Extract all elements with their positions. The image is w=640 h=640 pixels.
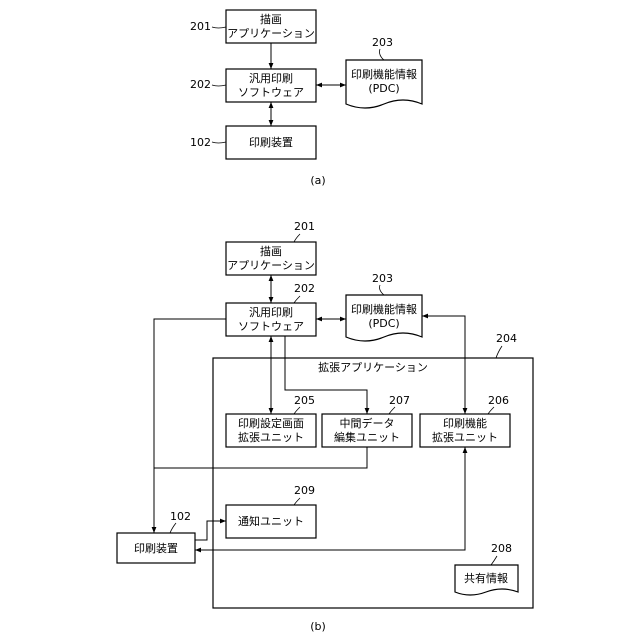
- a-drawing-app-node: 描画 アプリケーション: [226, 10, 316, 43]
- b-print-software-node: 汎用印刷 ソフトウェア: [226, 303, 316, 336]
- b-ref-208: 208: [491, 542, 512, 555]
- a-ref-203-leader: [380, 49, 385, 60]
- b-pdc-line2: (PDC): [368, 317, 399, 330]
- b-ref-102-leader: [170, 523, 176, 533]
- b-drawing-app-node: 描画 アプリケーション: [226, 242, 316, 275]
- a-drawing-app-line2: アプリケーション: [227, 27, 315, 40]
- b-settings-ui-ext-line1: 印刷設定画面: [238, 416, 304, 430]
- b-ref-202-leader: [294, 296, 300, 303]
- b-ref-204: 204: [496, 332, 517, 345]
- b-intermediate-edit-node: 中間データ 編集ユニット: [322, 414, 412, 447]
- b-func-ext-line2: 拡張ユニット: [432, 430, 498, 444]
- b-func-ext-node: 印刷機能 拡張ユニット: [420, 414, 510, 447]
- a-print-software-line2: ソフトウェア: [238, 86, 304, 99]
- b-pdc-line1: 印刷機能情報: [351, 302, 417, 316]
- b-ref-205: 205: [294, 394, 315, 407]
- a-ref-203: 203: [372, 36, 393, 49]
- a-ref-201-leader: [212, 27, 226, 28]
- a-ref-202: 202: [190, 78, 211, 91]
- a-ref-102: 102: [190, 136, 211, 149]
- b-ref-202: 202: [294, 282, 315, 295]
- a-pdc-line2: (PDC): [368, 82, 399, 95]
- b-extension-app-label: 拡張アプリケーション: [318, 360, 428, 374]
- a-printer-node: 印刷装置: [226, 126, 316, 159]
- b-notify-unit-label: 通知ユニット: [238, 514, 304, 528]
- a-pdc-line1: 印刷機能情報: [351, 67, 417, 81]
- b-settings-ui-ext-line2: 拡張ユニット: [238, 430, 304, 444]
- a-print-software-node: 汎用印刷 ソフトウェア: [226, 69, 316, 102]
- b-pdc-document: 印刷機能情報 (PDC): [346, 295, 422, 341]
- b-printer-node: 印刷装置: [117, 533, 195, 563]
- b-shared-info-label: 共有情報: [464, 571, 508, 585]
- a-ref-201: 201: [190, 20, 211, 33]
- b-settings-ui-ext-node: 印刷設定画面 拡張ユニット: [226, 414, 316, 447]
- b-ref-204-leader: [496, 346, 502, 358]
- b-ref-102: 102: [170, 510, 191, 523]
- diagram-a: 描画 アプリケーション 201 汎用印刷 ソフトウェア 202 印刷機能情報 (…: [190, 10, 422, 187]
- b-func-ext-line1: 印刷機能: [443, 416, 487, 430]
- a-ref-102-leader: [212, 142, 226, 143]
- a-print-software-line1: 汎用印刷: [249, 71, 293, 85]
- diagram-b: 描画 アプリケーション 201 汎用印刷 ソフトウェア 202 印刷機能情報 (…: [117, 220, 533, 633]
- b-drawing-app-line1: 描画: [260, 244, 282, 258]
- a-drawing-app-line1: 描画: [260, 12, 282, 26]
- a-caption: (a): [310, 174, 325, 187]
- b-notify-unit-node: 通知ユニット: [226, 505, 316, 538]
- b-caption: (b): [310, 620, 326, 633]
- b-ref-203-leader: [380, 285, 385, 295]
- b-ref-201-leader: [294, 234, 300, 242]
- b-print-software-line1: 汎用印刷: [249, 305, 293, 319]
- b-intermediate-edit-line2: 編集ユニット: [334, 430, 400, 444]
- b-ref-201: 201: [294, 220, 315, 233]
- a-pdc-document: 印刷機能情報 (PDC): [346, 60, 422, 108]
- b-printer-label: 印刷装置: [134, 542, 178, 555]
- a-ref-202-leader: [212, 85, 226, 86]
- b-drawing-app-line2: アプリケーション: [227, 259, 315, 272]
- b-ref-206: 206: [488, 394, 509, 407]
- b-intermediate-edit-line1: 中間データ: [340, 416, 395, 430]
- b-print-software-line2: ソフトウェア: [238, 320, 304, 333]
- b-ref-209: 209: [294, 484, 315, 497]
- b-ref-207: 207: [389, 394, 410, 407]
- b-ref-203: 203: [372, 272, 393, 285]
- a-printer-label: 印刷装置: [249, 136, 293, 149]
